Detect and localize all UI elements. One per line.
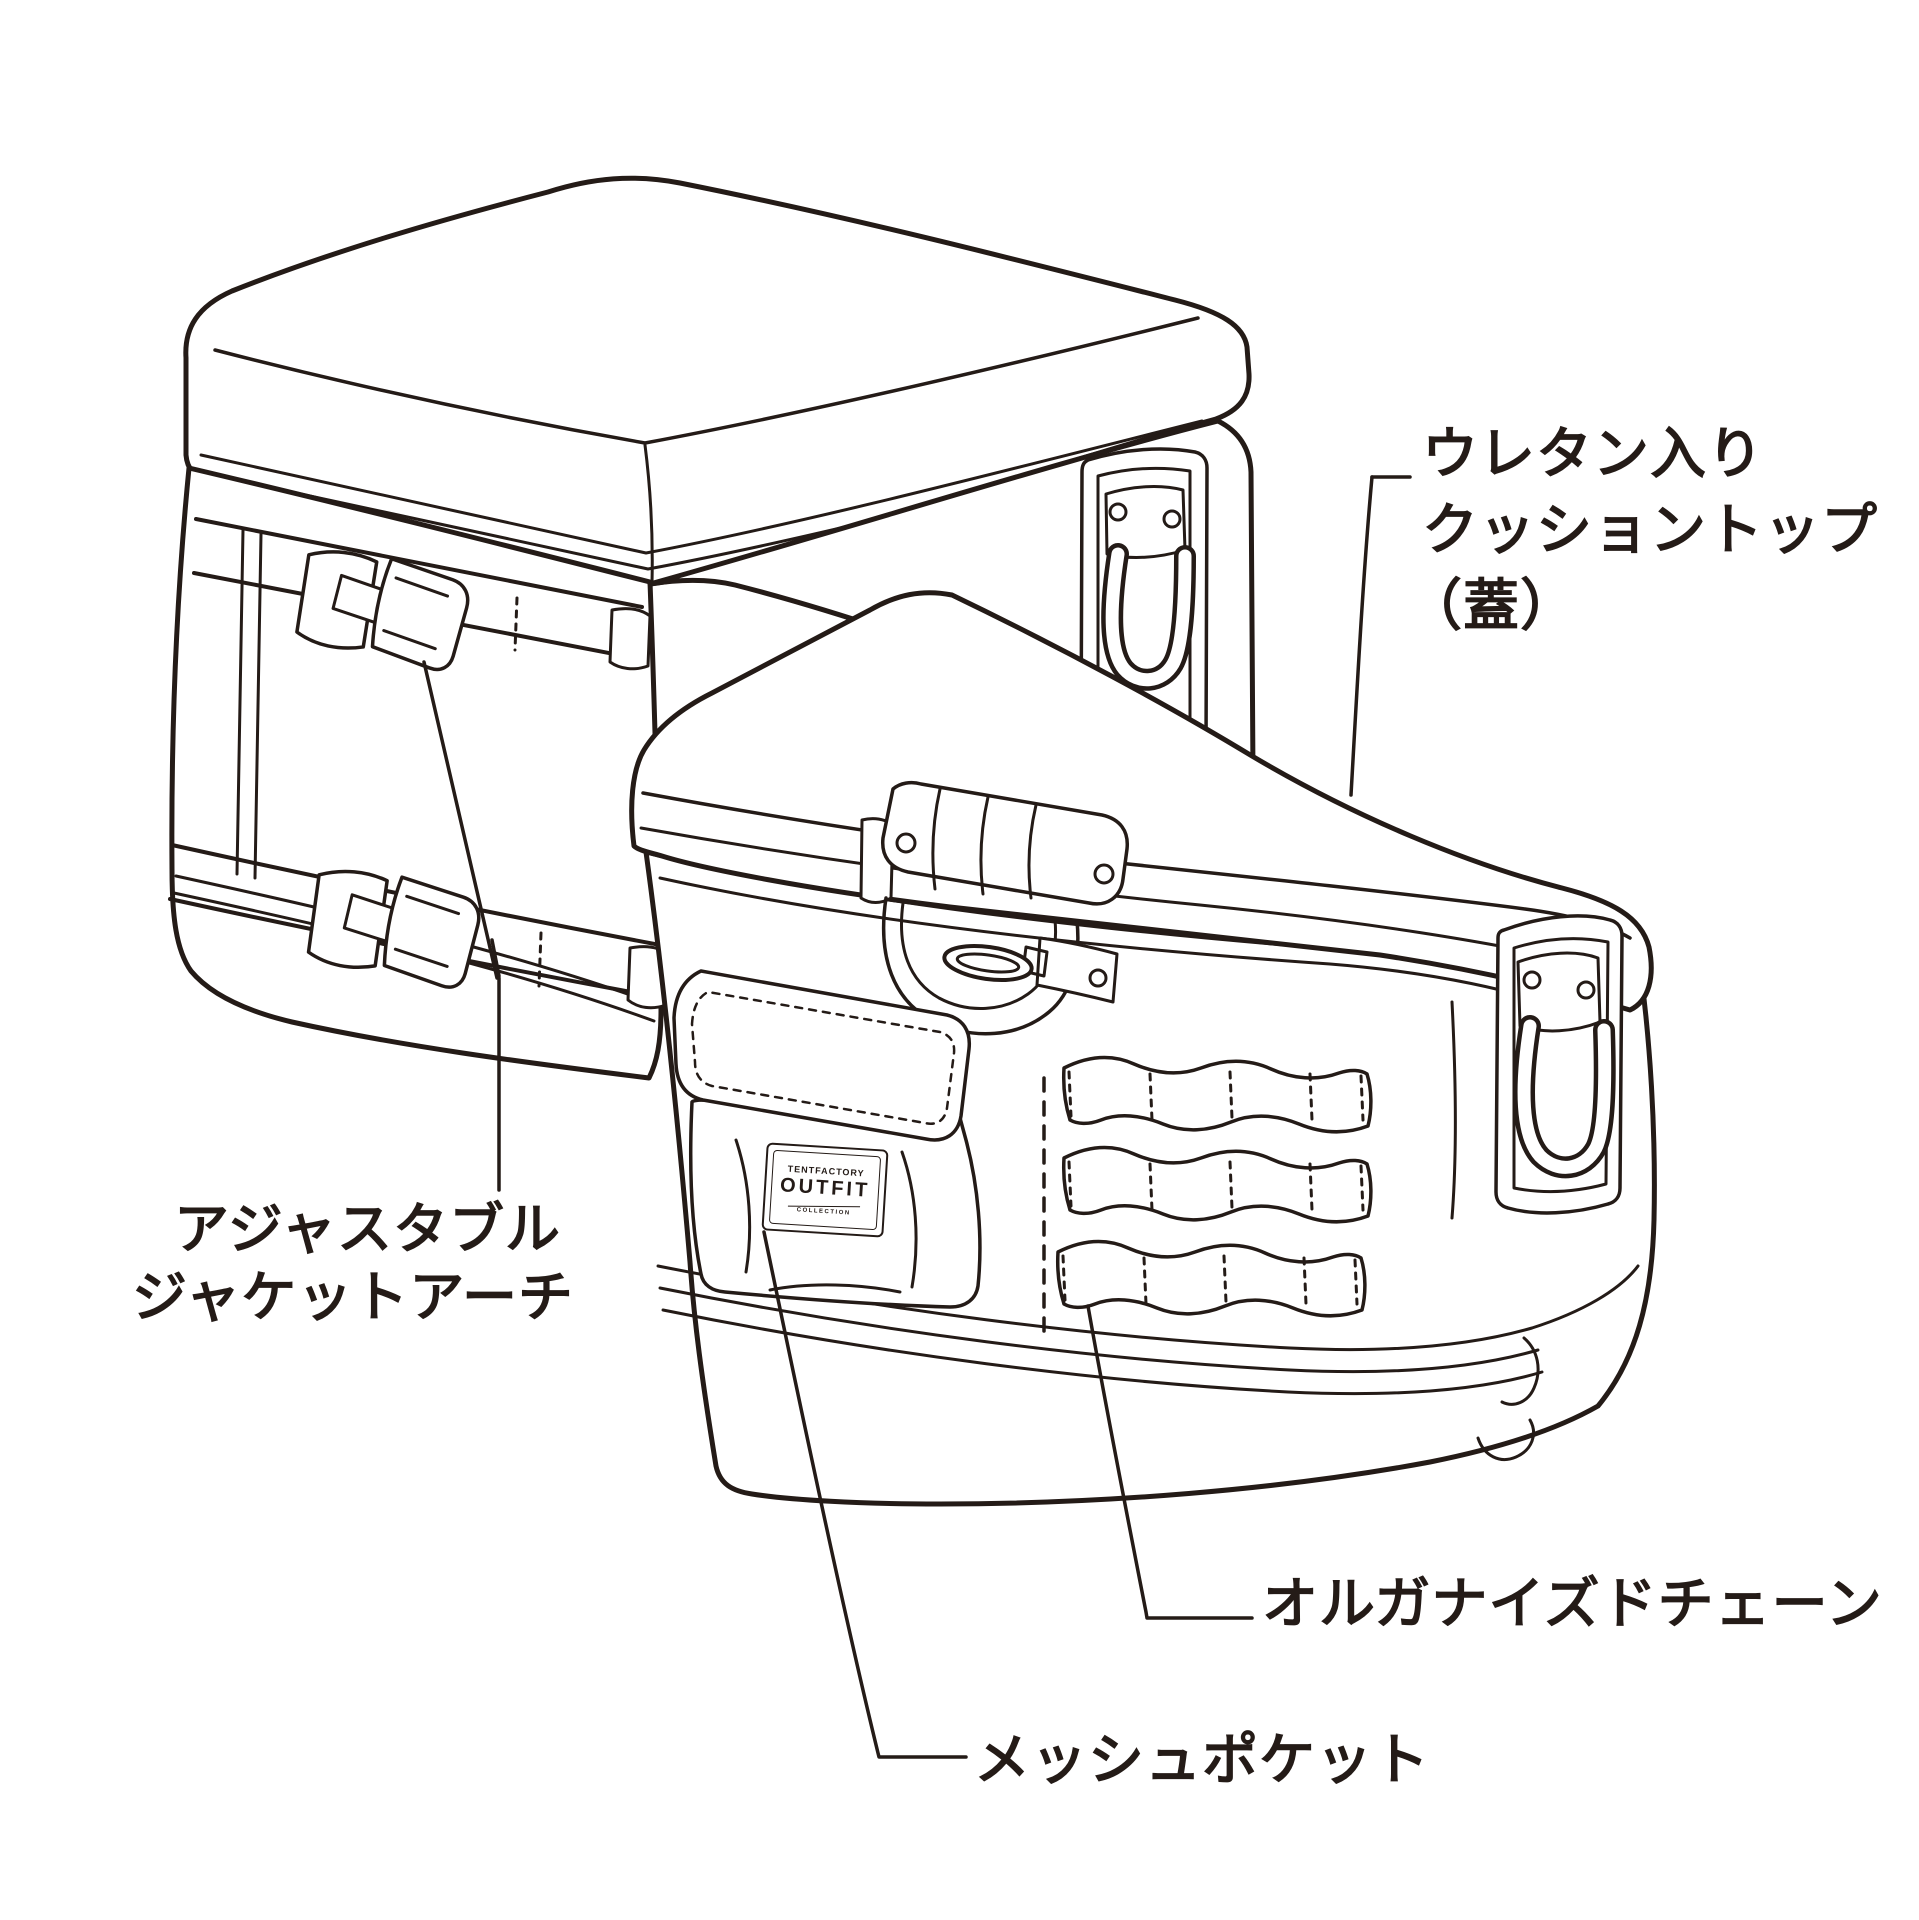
- label-organized-chain: オルガナイズドチェーン: [1262, 1572, 1883, 1635]
- logo-script-flourish: [787, 1201, 861, 1207]
- label-cushion-top-line1: ウレタン入り: [1422, 422, 1764, 485]
- front-cooler-illustration: [629, 590, 1657, 1507]
- brand-logo-patch: TENTFACTORY OUTFIT COLLECTION: [761, 1142, 889, 1238]
- front-side-handle: [1494, 914, 1624, 1215]
- label-cushion-top-line2: クッショントップ: [1422, 498, 1878, 561]
- leader-mesh-pocket: [762, 1230, 968, 1759]
- vertical-strap: [235, 528, 245, 876]
- leader-organized-chain: [1086, 1304, 1254, 1620]
- foot: [1476, 1418, 1535, 1462]
- logo-bottom-text: COLLECTION: [796, 1206, 851, 1217]
- side-foot: [1500, 1336, 1540, 1406]
- leader-cushion-top: [1349, 475, 1412, 797]
- pocket-flap: [672, 969, 972, 1142]
- organized-chain-webbing: [1056, 1055, 1373, 1318]
- label-cushion-top-line3: （蓋）: [1406, 574, 1577, 637]
- adjustable-strap-1: [192, 517, 652, 675]
- brand-logo-inner-frame: TENTFACTORY OUTFIT COLLECTION: [768, 1149, 882, 1231]
- mesh-pocket-illustration: [672, 969, 982, 1309]
- label-mesh-pocket: メッシュポケット: [974, 1728, 1430, 1791]
- label-jacket-arch-line1: アジャスタブル: [174, 1198, 562, 1260]
- logo-main-text: OUTFIT: [779, 1173, 871, 1202]
- leader-jacket-arch: [422, 660, 501, 1192]
- front-cushion-lid: [629, 590, 1654, 1013]
- lid-latch: [881, 780, 1129, 1036]
- label-jacket-arch-line2: ジャケットアーチ: [132, 1266, 574, 1328]
- leader-lines: [422, 475, 1412, 1759]
